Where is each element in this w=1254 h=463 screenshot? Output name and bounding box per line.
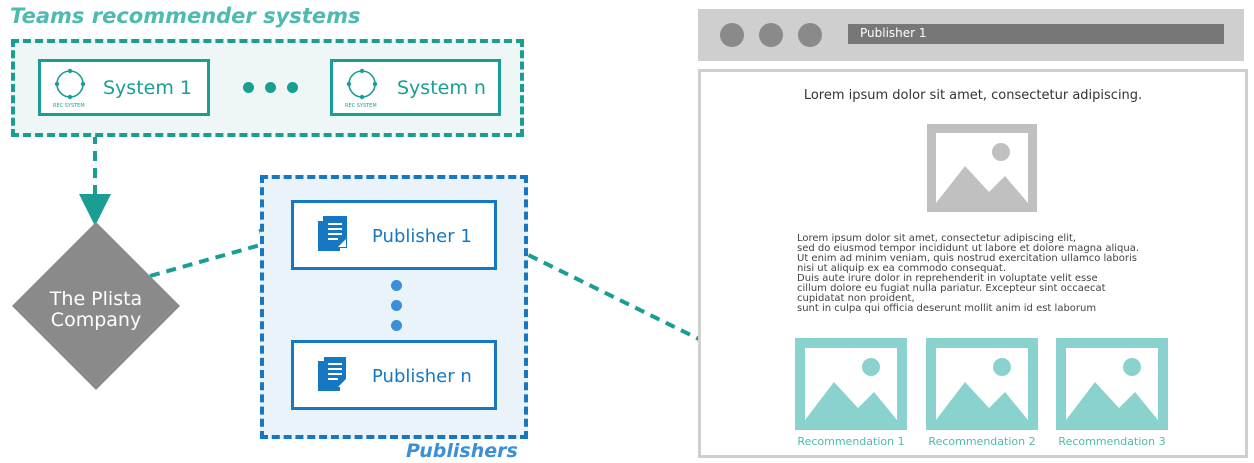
plista-name-line1: The Plista — [49, 288, 143, 310]
ellipsis-dot — [265, 82, 276, 93]
document-icon — [318, 216, 347, 251]
article-paragraph-line: sunt in culpa qui officia deserunt molli… — [797, 303, 1097, 314]
ellipsis-dot — [391, 300, 402, 311]
address-bar — [848, 24, 1224, 44]
system-1-card: REC SYSTEM System 1 — [38, 59, 210, 116]
article-paragraph-line: Duis aute irure dolor in reprehenderit i… — [797, 273, 1098, 284]
window-dot-icon — [798, 23, 822, 47]
recommendation-2-label[interactable]: Recommendation 2 — [928, 435, 1036, 448]
recommendation-2-image[interactable] — [926, 338, 1038, 430]
ellipsis-dot — [287, 82, 298, 93]
publisher-1-card: Publisher 1 — [291, 200, 497, 270]
window-dot-icon — [759, 23, 783, 47]
plista-name-line2: Company — [50, 309, 142, 331]
publishers-group-title: Publishers — [406, 440, 518, 462]
rec-system-icon — [346, 68, 378, 100]
recommendation-3-label[interactable]: Recommendation 3 — [1058, 435, 1166, 448]
window-dot-icon — [720, 23, 744, 47]
article-paragraph-line: sed do eiusmod tempor incididunt ut labo… — [797, 243, 1140, 254]
publisher-n-label: Publisher n — [372, 366, 472, 387]
article-paragraph-line: nisi ut aliquip ex ea commodo consequat. — [797, 263, 1007, 274]
article-headline: Lorem ipsum dolor sit amet, consectetur … — [803, 88, 1143, 103]
system-n-card: REC SYSTEM System n — [330, 59, 501, 116]
rec-system-badge: REC SYSTEM — [53, 103, 85, 109]
recommendation-1-image[interactable] — [795, 338, 907, 430]
recommendation-1-label[interactable]: Recommendation 1 — [797, 435, 905, 448]
address-bar-text: Publisher 1 — [860, 26, 927, 40]
ellipsis-dot — [391, 280, 402, 291]
system-n-label: System n — [397, 77, 486, 99]
rec-system-badge: REC SYSTEM — [345, 103, 377, 109]
arrow-plista-to-publisher — [149, 228, 294, 278]
publisher-1-label: Publisher 1 — [372, 226, 472, 247]
rec-system-icon — [54, 68, 86, 100]
ellipsis-dot — [391, 320, 402, 331]
teams-group-title: Teams recommender systems — [10, 4, 361, 28]
system-1-label: System 1 — [103, 77, 192, 99]
article-paragraph-line: cillum dolore eu fugiat nulla pariatur. … — [797, 283, 1106, 294]
article-paragraph-line: cupidatat non proident, — [797, 293, 915, 304]
plista-diamond — [12, 222, 180, 390]
ellipsis-dot — [243, 82, 254, 93]
article-paragraph-line: Lorem ipsum dolor sit amet, consectetur … — [797, 233, 1077, 244]
document-icon — [318, 357, 346, 391]
article-paragraph-line: Ut enim ad minim veniam, quis nostrud ex… — [797, 253, 1137, 264]
image-placeholder-icon — [927, 124, 1037, 212]
recommendation-3-image[interactable] — [1056, 338, 1168, 430]
publisher-n-card: Publisher n — [291, 340, 497, 410]
